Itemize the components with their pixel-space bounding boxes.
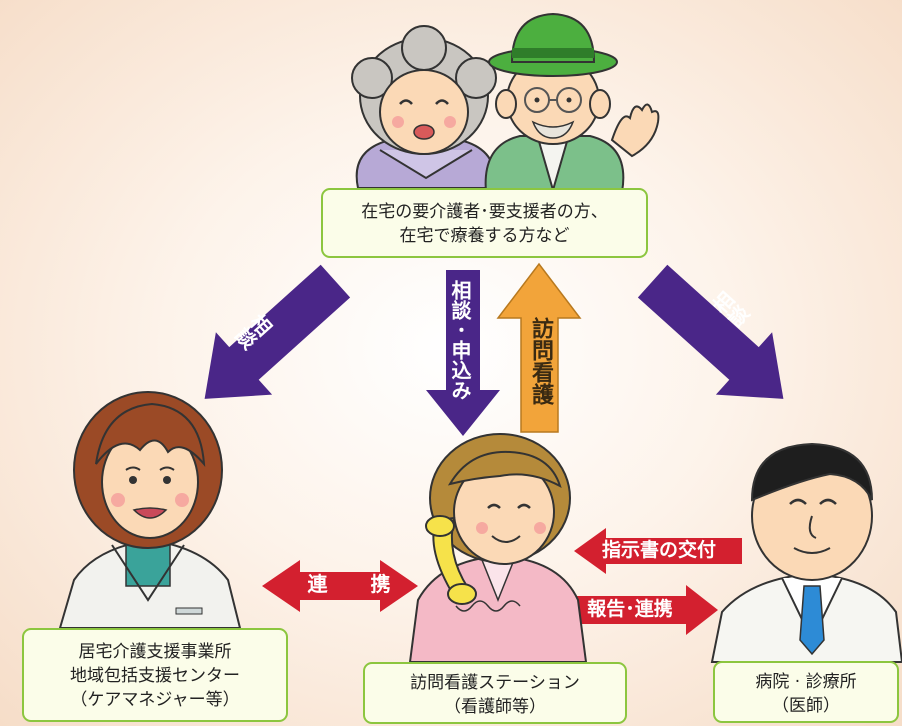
- visiting-nurse-station-box: 訪問看護ステーション （看護師等）: [363, 662, 627, 724]
- patient-box-line2: 在宅で療養する方など: [399, 226, 570, 246]
- apply-label: 相談･申込み: [448, 280, 472, 400]
- hospital-clinic-box: 病院 · 診療所 （医師）: [713, 661, 899, 723]
- instruction-issue-label: 指示書の交付: [601, 539, 716, 561]
- elderly-couple-illustration: [351, 12, 660, 194]
- consult-arrow-right: [637, 264, 784, 399]
- instruction-arrow: [574, 528, 742, 574]
- report-arrow: [565, 585, 718, 635]
- apply-arrow-down: [426, 270, 500, 436]
- station-box-line1: 訪問看護ステーション: [410, 673, 580, 693]
- care-manager-illustration: [58, 391, 242, 629]
- care-box-line2: 地域包括支援センター: [70, 666, 240, 686]
- liaison-arrow: [262, 560, 418, 612]
- consult-arrow-left: [204, 264, 351, 399]
- visit-arrow-up: [496, 262, 582, 433]
- nurse-illustration: [408, 433, 588, 663]
- liaison-label: 連 携: [307, 572, 409, 596]
- care-box-line1: 居宅介護支援事業所: [78, 642, 232, 662]
- care-support-office-box: 居宅介護支援事業所 地域包括支援センター （ケアマネジャー等）: [22, 628, 288, 722]
- doctor-illustration: [710, 442, 902, 663]
- care-box-line3: （ケアマネジャー等）: [70, 690, 240, 710]
- station-box-line2: （看護師等）: [444, 697, 546, 717]
- report-liaison-label: 報告･連携: [587, 598, 673, 620]
- patient-box-line1: 在宅の要介護者･要支援者の方、: [361, 202, 608, 222]
- home-visit-nursing-label: 訪問看護: [528, 317, 553, 405]
- hospital-box-line2: （医師）: [772, 696, 840, 716]
- hospital-box-line1: 病院 · 診療所: [755, 672, 857, 692]
- patient-box: 在宅の要介護者･要支援者の方、 在宅で療養する方など: [321, 188, 648, 258]
